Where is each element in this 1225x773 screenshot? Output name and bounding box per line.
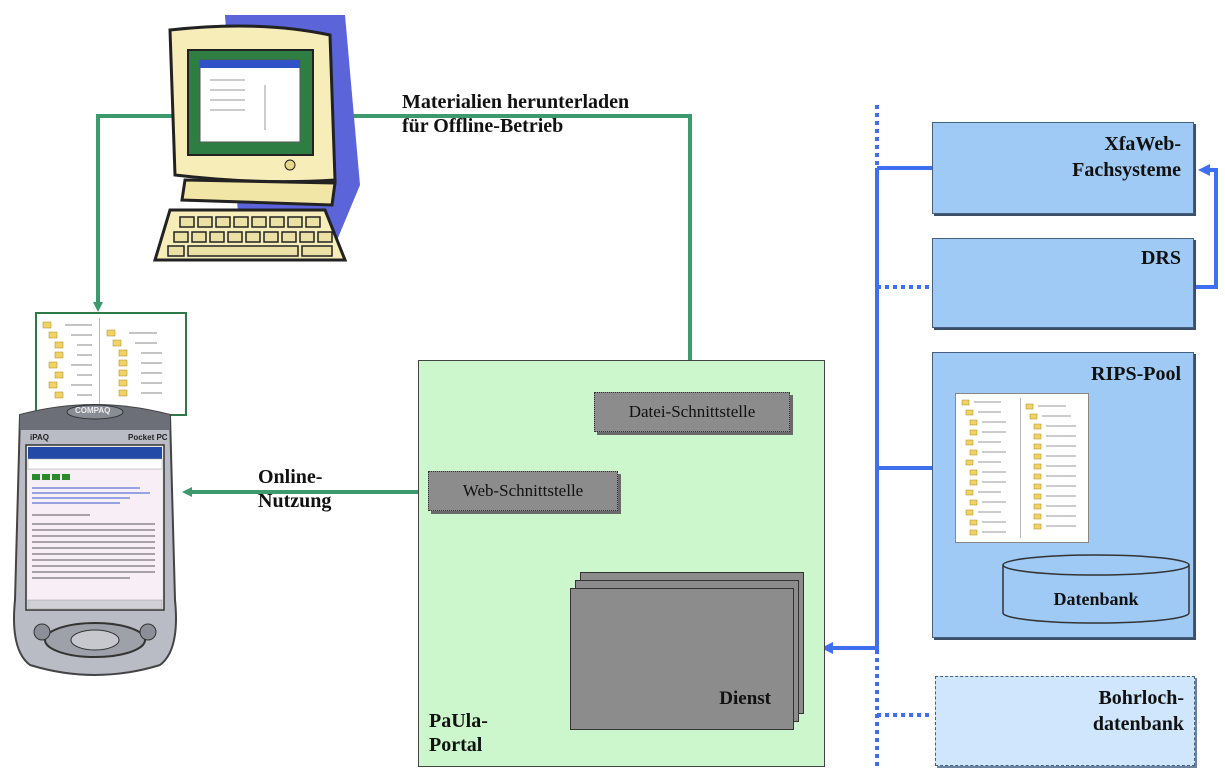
download-label: Materialien herunterladen für Offline-Be… bbox=[402, 90, 629, 138]
dienst-label: Dienst bbox=[719, 688, 771, 709]
datei-schnittstelle: Datei-Schnittstelle bbox=[594, 392, 790, 432]
database-label: Datenbank bbox=[1053, 589, 1139, 609]
rips-file-thumbnail bbox=[955, 393, 1089, 543]
bohrloch-title-line1: Bohrloch- bbox=[1098, 687, 1184, 709]
drs-to-xfaweb-line bbox=[1195, 164, 1218, 289]
download-label-line1: Materialien herunterladen bbox=[402, 91, 630, 113]
web-schnittstelle: Web-Schnittstelle bbox=[428, 471, 618, 511]
rips-pool-box: RIPS-Pool Datenbank bbox=[932, 352, 1194, 638]
drs-title: DRS bbox=[1140, 247, 1181, 269]
bohrloch-title-line2: datenbank bbox=[1092, 713, 1184, 735]
download-label-line2: für Offline-Betrieb bbox=[402, 115, 564, 137]
bohrloch-title: Bohrloch- datenbank bbox=[1093, 685, 1184, 737]
xfaweb-box: XfaWeb- Fachsysteme bbox=[932, 122, 1194, 214]
database-cylinder: Datenbank bbox=[1001, 553, 1191, 625]
xfaweb-title-line2: Fachsysteme bbox=[1072, 159, 1181, 181]
dienst-box: Dienst bbox=[570, 588, 794, 730]
xfaweb-title-line1: XfaWeb- bbox=[1104, 133, 1181, 155]
xfaweb-title: XfaWeb- Fachsysteme bbox=[1072, 131, 1181, 183]
portal-name-line2: Portal bbox=[429, 734, 483, 756]
computer-to-pda-line bbox=[93, 114, 178, 312]
pda-device: COMPAQ iPAQ Pocket PC bbox=[10, 400, 180, 680]
portal-name-line1: PaUla- bbox=[429, 710, 488, 732]
bohrloch-box: Bohrloch- datenbank bbox=[935, 676, 1195, 766]
computer bbox=[150, 5, 360, 265]
download-line bbox=[332, 111, 692, 392]
pda-file-thumbnail bbox=[35, 312, 187, 416]
rips-title: RIPS-Pool bbox=[1091, 363, 1181, 385]
online-label-line2: Nutzung bbox=[258, 490, 332, 512]
online-label: Online- Nutzung bbox=[258, 465, 368, 513]
portal-name: PaUla- Portal bbox=[429, 709, 488, 757]
pda-brand: COMPAQ bbox=[75, 406, 111, 415]
pda-model: iPAQ bbox=[30, 433, 49, 442]
online-label-line1: Online- bbox=[258, 466, 323, 488]
drs-box: DRS bbox=[932, 238, 1194, 328]
pda-os: Pocket PC bbox=[128, 433, 168, 442]
